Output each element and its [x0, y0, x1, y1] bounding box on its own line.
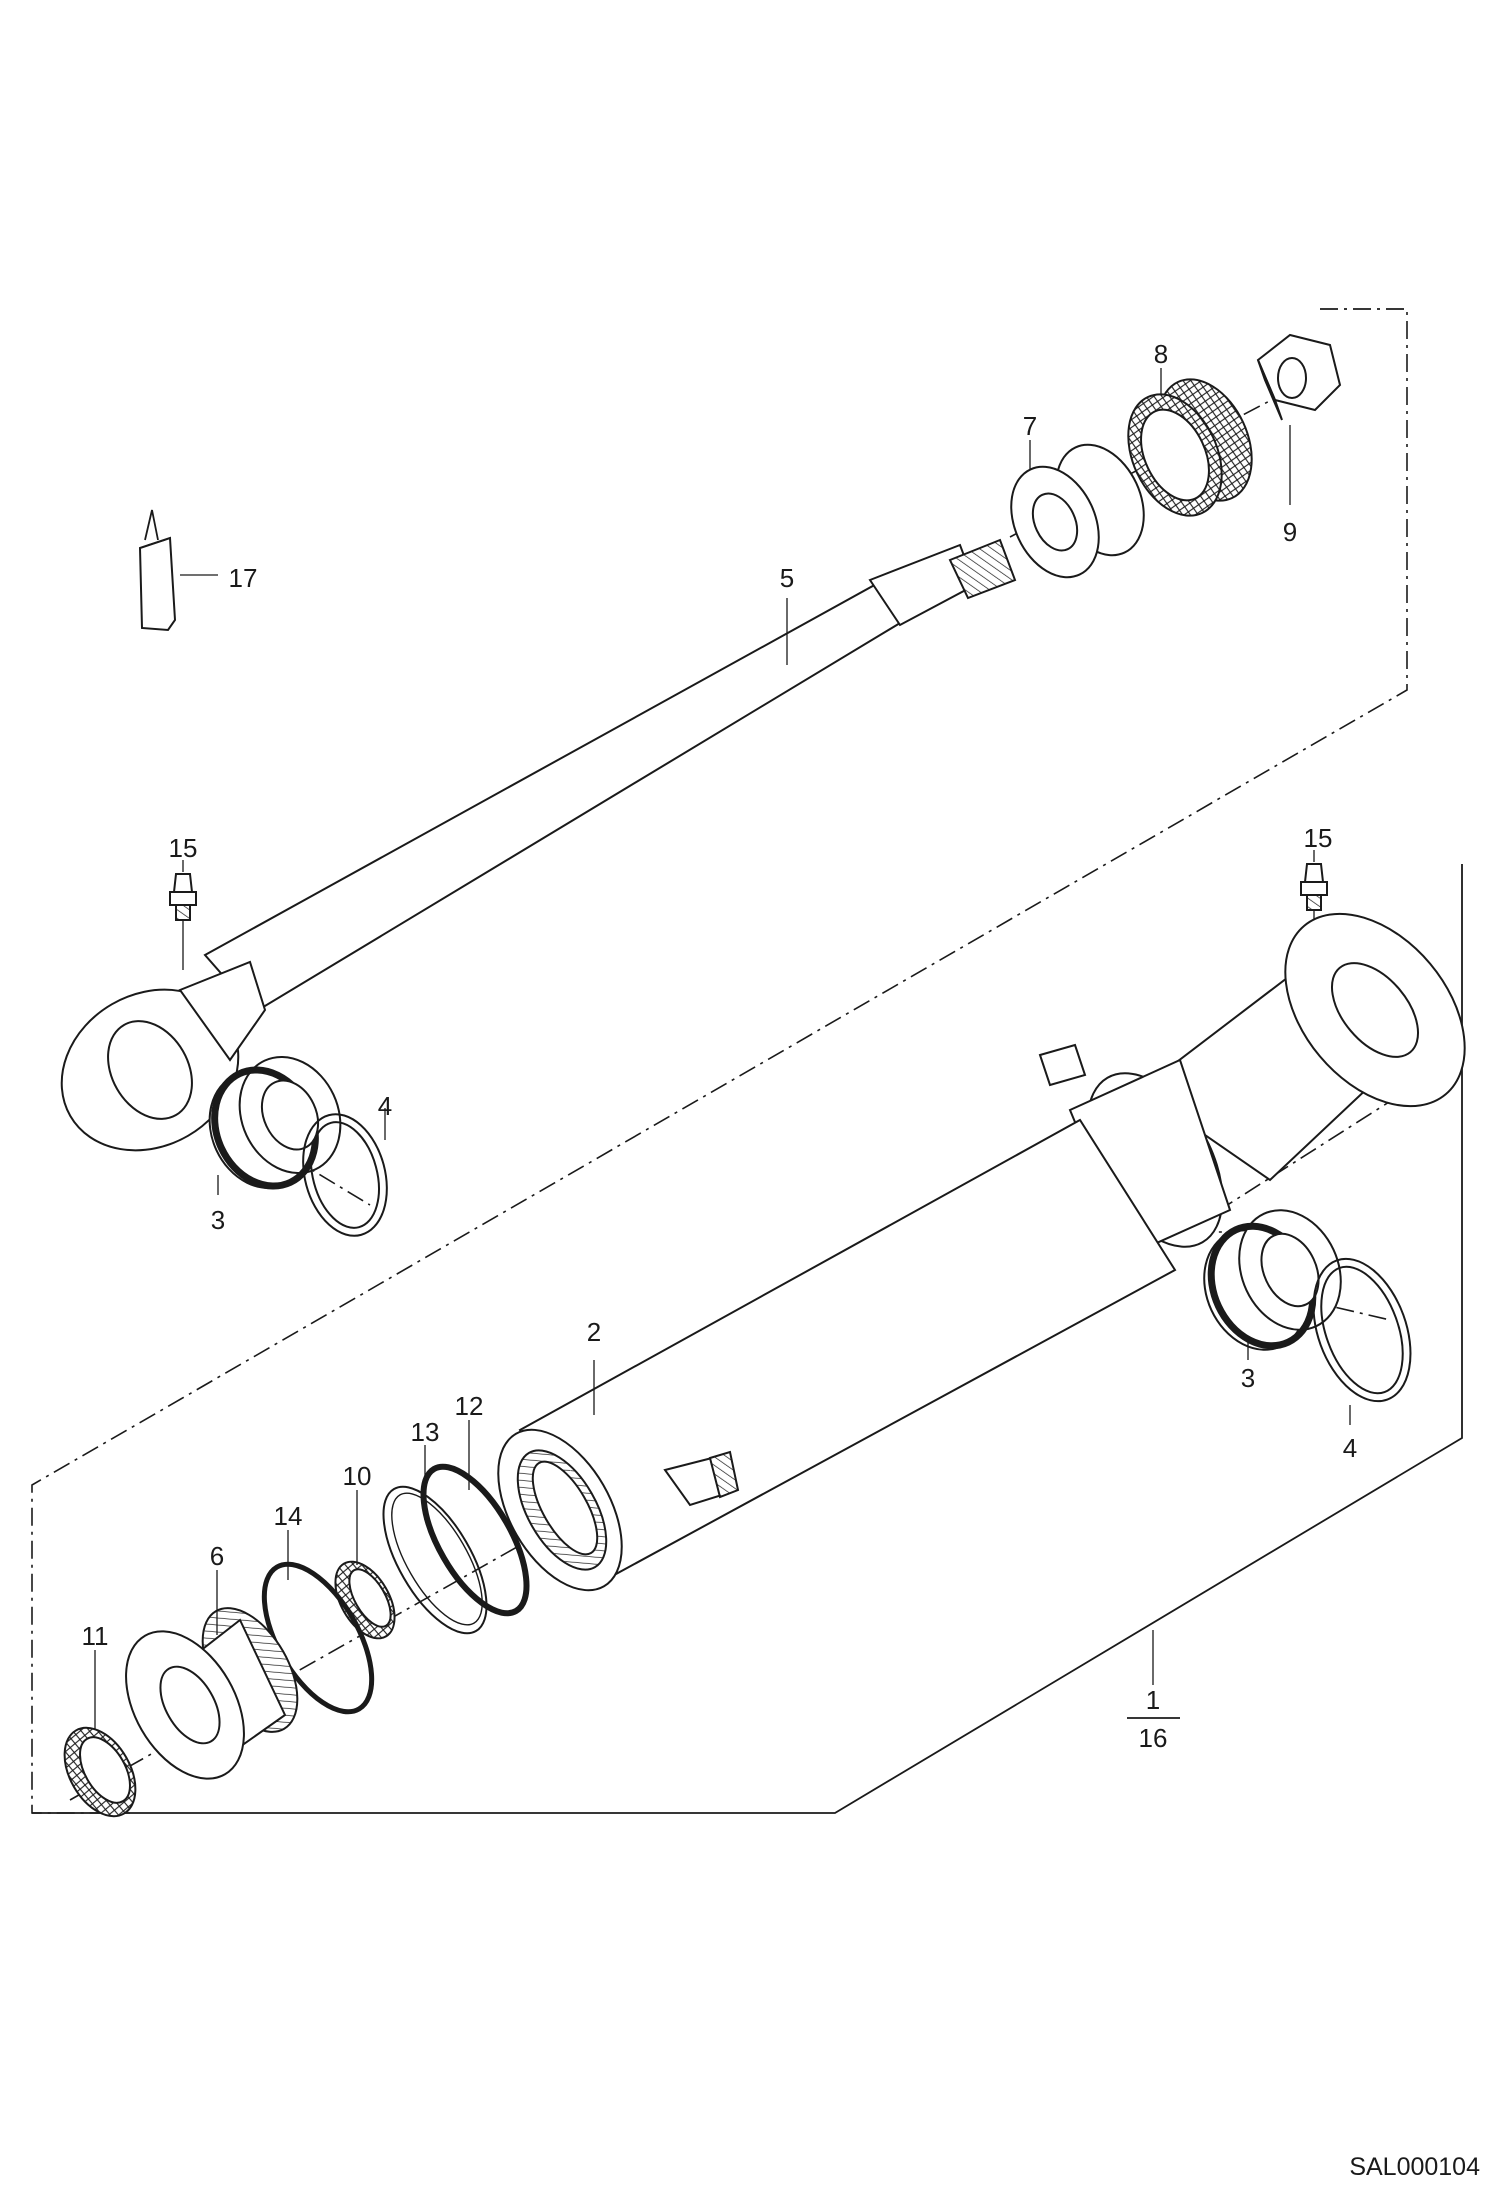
- sealant-tube-part-17: [138, 509, 177, 632]
- callout-9: 9: [1283, 517, 1297, 547]
- callout-15-left: 15: [169, 833, 198, 863]
- wear-ring-part-10: [334, 1560, 396, 1640]
- circlip-part-4-left: [302, 1113, 388, 1237]
- knurled-nut-part-8: [1127, 378, 1253, 517]
- callout-8: 8: [1154, 339, 1168, 369]
- grease-fitting-part-15-left: [169, 873, 197, 970]
- callout-16: 16: [1139, 1723, 1168, 1753]
- gland-part-6: [125, 1607, 299, 1780]
- circlip-part-4-right: [1312, 1257, 1412, 1403]
- callouts: 17 5 7 8 9 15 15 4 3 2 3 4 12 13 10 14 6…: [82, 339, 1358, 1753]
- callout-11: 11: [82, 1621, 109, 1651]
- callout-3-right: 3: [1241, 1363, 1255, 1393]
- callout-2: 2: [587, 1317, 601, 1347]
- piston-rod-part-5: [60, 538, 1017, 1152]
- leader-lines: [94, 368, 1351, 1730]
- callout-13: 13: [411, 1417, 440, 1447]
- seal-part-12: [420, 1463, 530, 1617]
- callout-12: 12: [455, 1391, 484, 1421]
- callout-14: 14: [274, 1501, 303, 1531]
- callout-1: 1: [1146, 1685, 1160, 1715]
- hex-nut-part-9: [1256, 333, 1342, 421]
- callout-17: 17: [229, 563, 258, 593]
- callout-3-left: 3: [211, 1205, 225, 1235]
- kit-frame: [32, 864, 1463, 1814]
- seal-part-13: [382, 1485, 488, 1635]
- callout-4-right: 4: [1343, 1433, 1357, 1463]
- bushing-part-7: [1010, 443, 1145, 579]
- callout-10: 10: [343, 1461, 372, 1491]
- cylinder-assembly: [497, 912, 1466, 1592]
- callout-4-left: 4: [378, 1091, 392, 1121]
- callout-7: 7: [1023, 411, 1037, 441]
- callout-15-right: 15: [1304, 823, 1333, 853]
- drawing-code: SAL000104: [1349, 2153, 1480, 2181]
- scraper-part-11: [63, 1726, 137, 1818]
- bearing-part-3-right: [1203, 1209, 1342, 1351]
- callout-6: 6: [210, 1541, 224, 1571]
- callout-5: 5: [780, 563, 794, 593]
